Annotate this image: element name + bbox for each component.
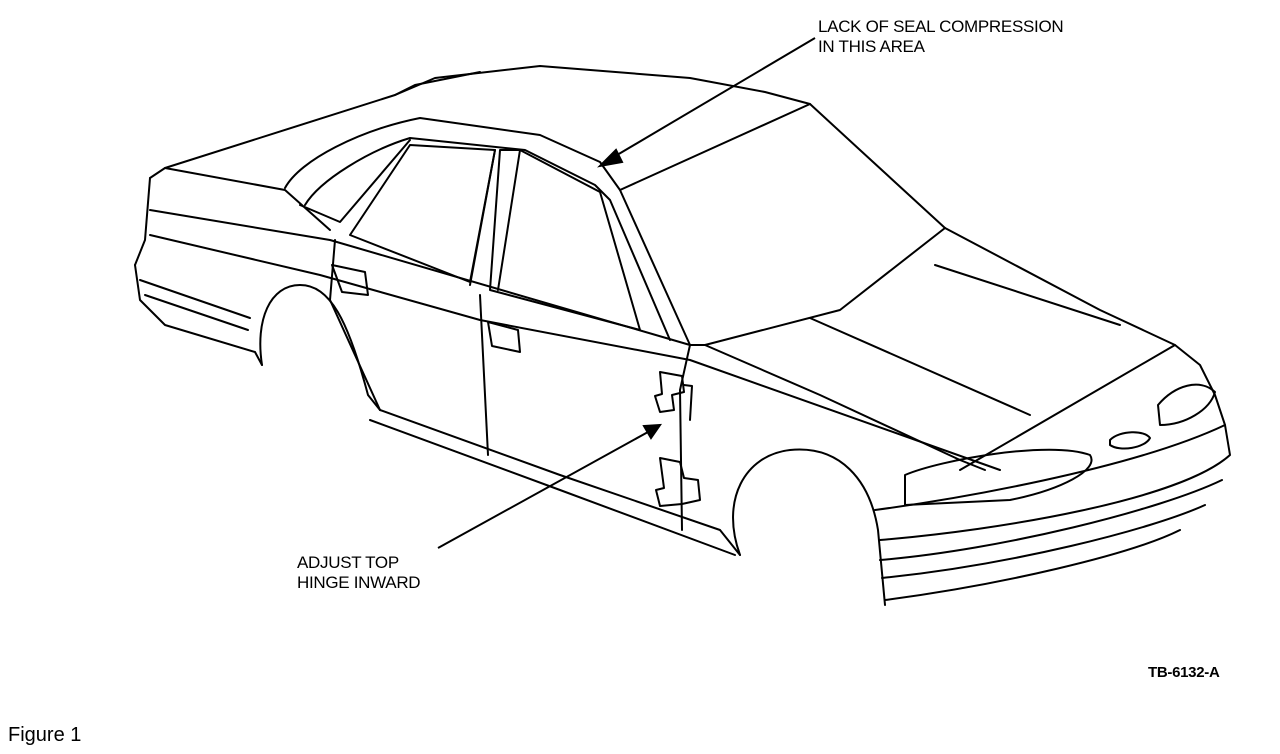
seal-compression-callout: LACK OF SEAL COMPRESSION IN THIS AREA bbox=[818, 17, 1064, 57]
front-fender-top bbox=[704, 344, 986, 471]
roof-inner-line bbox=[394, 71, 481, 96]
body-side-crease bbox=[149, 234, 1001, 471]
figure-caption: Figure 1 bbox=[8, 724, 82, 746]
b-pillar bbox=[469, 149, 521, 291]
rear-bumper bbox=[134, 264, 263, 366]
figure-code: TB-6132-A bbox=[1148, 664, 1220, 681]
rear-door-handle bbox=[331, 264, 369, 296]
hinge-leader-line bbox=[437, 431, 649, 549]
cowl-line bbox=[704, 227, 946, 346]
seal-leader-line bbox=[611, 37, 816, 159]
front-bumper bbox=[874, 424, 1231, 541]
body-belt-line bbox=[149, 209, 706, 346]
parking-lamp bbox=[1157, 383, 1216, 426]
hood-crease-1 bbox=[934, 264, 1121, 326]
seal-callout-line1: LACK OF SEAL COMPRESSION bbox=[818, 17, 1064, 36]
front-bumper-lower bbox=[879, 479, 1223, 579]
front-door-handle bbox=[487, 321, 521, 353]
grille-emblem bbox=[1109, 431, 1151, 450]
hinge-callout-line1: ADJUST TOP bbox=[297, 553, 399, 572]
rocker-panel bbox=[379, 409, 741, 556]
hood-rear-edge bbox=[619, 103, 811, 191]
upper-hinge bbox=[654, 371, 693, 421]
front-door-seam bbox=[479, 294, 489, 456]
hinge-adjust-callout: ADJUST TOP HINGE INWARD bbox=[297, 553, 421, 593]
front-door-window bbox=[489, 149, 641, 331]
rear-fender-line bbox=[134, 177, 151, 266]
rear-wheel-arch bbox=[259, 284, 381, 411]
lower-hinge bbox=[655, 457, 701, 507]
window-frame-inner bbox=[304, 137, 671, 341]
hinge-arrowhead bbox=[642, 423, 662, 440]
rear-door-window bbox=[349, 144, 496, 283]
hinge-callout-line2: HINGE INWARD bbox=[297, 573, 421, 592]
rear-quarter-glass bbox=[299, 139, 411, 223]
headlamp bbox=[904, 448, 1093, 506]
rear-deck-top bbox=[149, 167, 331, 231]
hood-crease-2 bbox=[809, 317, 1031, 416]
front-door-front-edge bbox=[679, 344, 691, 531]
seal-arrowhead bbox=[597, 148, 624, 168]
window-frame-outer bbox=[284, 117, 691, 346]
rocker-lower bbox=[369, 419, 736, 556]
hood-side bbox=[944, 227, 1176, 346]
rear-bumper-line bbox=[139, 279, 251, 331]
hood-front-edge bbox=[959, 344, 1226, 471]
front-wheel-arch bbox=[732, 448, 886, 606]
front-valance bbox=[884, 529, 1181, 601]
seal-callout-line2: IN THIS AREA bbox=[818, 37, 925, 56]
roof-outline bbox=[164, 65, 946, 229]
